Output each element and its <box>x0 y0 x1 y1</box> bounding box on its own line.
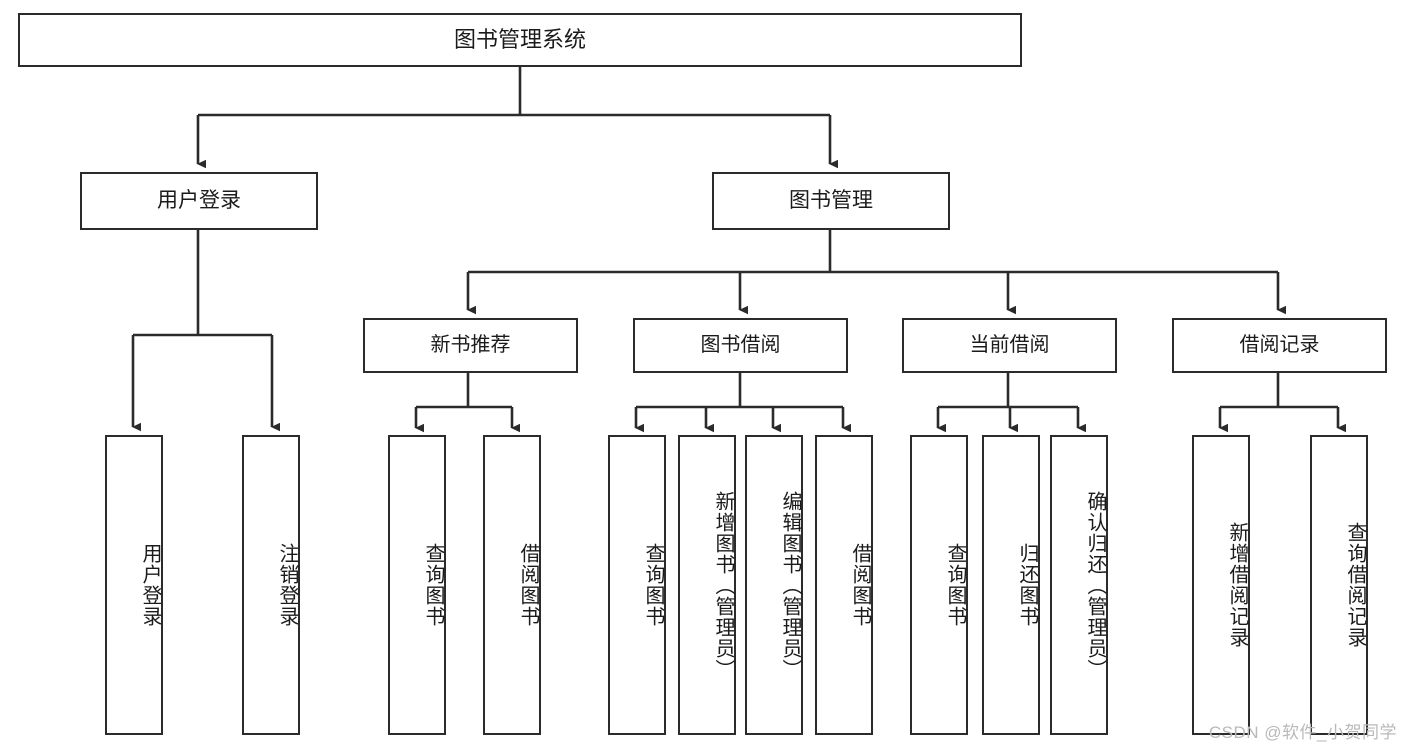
node-leaf-return-book-label: 归还图书 <box>1016 543 1038 627</box>
node-leaf-query-book-1-label: 查询图书 <box>422 543 444 627</box>
node-leaf-query-record[interactable]: 查询借阅记录 <box>1310 435 1368 735</box>
node-root-label: 图书管理系统 <box>453 27 586 53</box>
node-leaf-borrow-book-2-label: 借阅图书 <box>849 543 871 627</box>
node-leaf-query-book-2-label: 查询图书 <box>642 543 664 627</box>
node-leaf-confirm-return-label: 确认归还（管理员） <box>1084 490 1106 680</box>
node-leaf-borrow-book-1[interactable]: 借阅图书 <box>483 435 541 735</box>
node-leaf-query-book-1[interactable]: 查询图书 <box>388 435 446 735</box>
node-leaf-user-logout-label: 注销登录 <box>276 543 298 627</box>
node-book-manage[interactable]: 图书管理 <box>712 172 950 230</box>
node-book-borrow-label: 图书借阅 <box>700 333 781 356</box>
node-root[interactable]: 图书管理系统 <box>18 13 1022 67</box>
node-leaf-borrow-book-2[interactable]: 借阅图书 <box>815 435 873 735</box>
node-user-login[interactable]: 用户登录 <box>80 172 318 230</box>
node-new-book-recommend-label: 新书推荐 <box>430 333 511 356</box>
node-leaf-edit-book-label: 编辑图书（管理员） <box>779 490 801 680</box>
node-leaf-query-book-3[interactable]: 查询图书 <box>910 435 968 735</box>
node-leaf-confirm-return[interactable]: 确认归还（管理员） <box>1050 435 1108 735</box>
node-current-borrow[interactable]: 当前借阅 <box>902 318 1117 373</box>
node-leaf-add-book[interactable]: 新增图书（管理员） <box>678 435 736 735</box>
node-leaf-edit-book[interactable]: 编辑图书（管理员） <box>745 435 803 735</box>
watermark: CSDN @软件_小贺同学 <box>1208 723 1397 742</box>
node-leaf-return-book[interactable]: 归还图书 <box>982 435 1040 735</box>
node-borrow-record[interactable]: 借阅记录 <box>1172 318 1387 373</box>
node-leaf-add-record-label: 新增借阅记录 <box>1226 522 1248 648</box>
node-leaf-query-record-label: 查询借阅记录 <box>1344 522 1366 648</box>
node-leaf-add-record[interactable]: 新增借阅记录 <box>1192 435 1250 735</box>
node-current-borrow-label: 当前借阅 <box>969 333 1050 356</box>
node-new-book-recommend[interactable]: 新书推荐 <box>363 318 578 373</box>
node-user-login-label: 用户登录 <box>157 188 241 212</box>
node-leaf-add-book-label: 新增图书（管理员） <box>712 490 734 680</box>
node-leaf-query-book-2[interactable]: 查询图书 <box>608 435 666 735</box>
node-borrow-record-label: 借阅记录 <box>1239 333 1320 356</box>
node-leaf-borrow-book-1-label: 借阅图书 <box>517 543 539 627</box>
node-leaf-user-logout[interactable]: 注销登录 <box>242 435 300 735</box>
node-leaf-user-login-label: 用户登录 <box>139 543 161 627</box>
node-book-manage-label: 图书管理 <box>789 188 873 212</box>
node-book-borrow[interactable]: 图书借阅 <box>633 318 848 373</box>
node-leaf-query-book-3-label: 查询图书 <box>944 543 966 627</box>
node-leaf-user-login[interactable]: 用户登录 <box>105 435 163 735</box>
